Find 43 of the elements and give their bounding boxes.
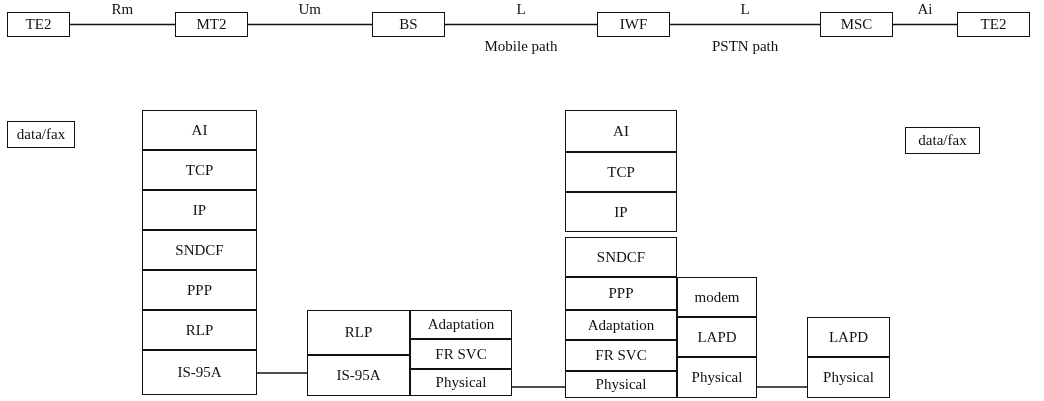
application-box: data/fax [7, 121, 75, 148]
layer-box: TCP [565, 152, 677, 192]
connector-line [256, 372, 308, 374]
layer-box: AI [565, 110, 677, 152]
layer-box: IS-95A [142, 350, 257, 395]
layer-box: IP [142, 190, 257, 230]
layer-box: SNDCF [565, 237, 677, 277]
layer-box: LAPD [807, 317, 890, 357]
layer-box: SNDCF [142, 230, 257, 270]
layer-box: FR SVC [565, 340, 677, 371]
layer-box: RLP [307, 310, 410, 355]
layer-box: Physical [677, 357, 757, 398]
connector-line [669, 23, 821, 26]
terminal-box: MT2 [175, 12, 248, 37]
layer-box: Adaptation [410, 310, 512, 339]
connector-line [511, 386, 566, 388]
connector-line [756, 386, 808, 388]
layer-box: TCP [142, 150, 257, 190]
layer-box: IS-95A [307, 355, 410, 396]
connector-line [69, 23, 176, 26]
layer-box: FR SVC [410, 339, 512, 369]
layer-box: PPP [565, 277, 677, 310]
function-box: IWF [597, 12, 670, 37]
layer-box: Physical [410, 369, 512, 396]
layer-box: LAPD [677, 317, 757, 357]
station-box: BS [372, 12, 445, 37]
layer-box: Adaptation [565, 310, 677, 340]
layer-box: Physical [565, 371, 677, 398]
layer-box: RLP [142, 310, 257, 350]
connector-line [444, 23, 598, 26]
path-label: PSTN path [710, 38, 781, 55]
connector-line [892, 23, 958, 26]
layer-box: Physical [807, 357, 890, 398]
switch-box: MSC [820, 12, 893, 37]
layer-box: modem [677, 277, 757, 317]
layer-box: IP [565, 192, 677, 232]
application-box: data/fax [905, 127, 980, 154]
terminal-box: TE2 [7, 12, 70, 37]
layer-box: AI [142, 110, 257, 150]
path-label: Mobile path [482, 38, 560, 55]
layer-box: PPP [142, 270, 257, 310]
connector-line [247, 23, 373, 26]
terminal-box: TE2 [957, 12, 1030, 37]
